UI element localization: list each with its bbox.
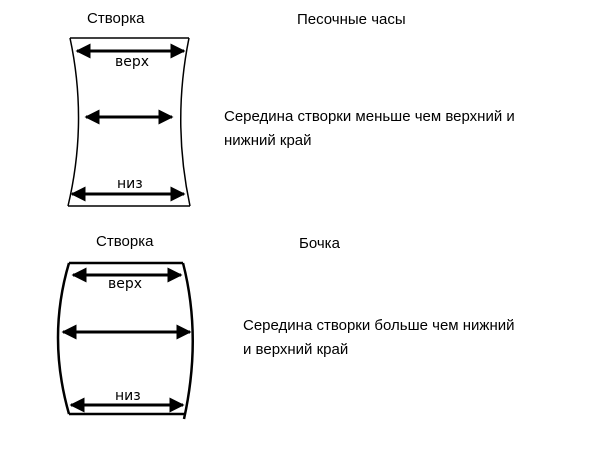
barrel-top-label: верх (108, 276, 142, 292)
hourglass-bottom-label: низ (117, 176, 143, 192)
hourglass-title: Песочные часы (297, 11, 406, 28)
barrel-description: Середина створки больше чем нижний и вер… (243, 314, 515, 362)
hourglass-right-edge (180, 37, 191, 207)
hourglass-shape-label: Створка (87, 10, 145, 27)
hourglass-description-line-2: нижний край (224, 132, 312, 149)
hourglass-description: Середина створки меньше чем верхний и ни… (224, 105, 515, 153)
hourglass-shape: верх низ (67, 37, 191, 207)
barrel-bottom-label: низ (115, 388, 141, 404)
barrel-shape-label: Створка (96, 233, 154, 250)
barrel-title: Бочка (299, 235, 340, 252)
hourglass-left-edge (67, 37, 80, 207)
barrel-right-edge (181, 262, 194, 420)
barrel-description-line-1: Середина створки больше чем нижний (243, 317, 515, 334)
barrel-shape: верх низ (56, 261, 194, 420)
barrel-left-edge (56, 262, 71, 415)
hourglass-description-line-1: Середина створки меньше чем верхний и (224, 108, 515, 125)
barrel-description-line-2: и верхний край (243, 341, 349, 358)
hourglass-top-label: верх (115, 54, 149, 70)
